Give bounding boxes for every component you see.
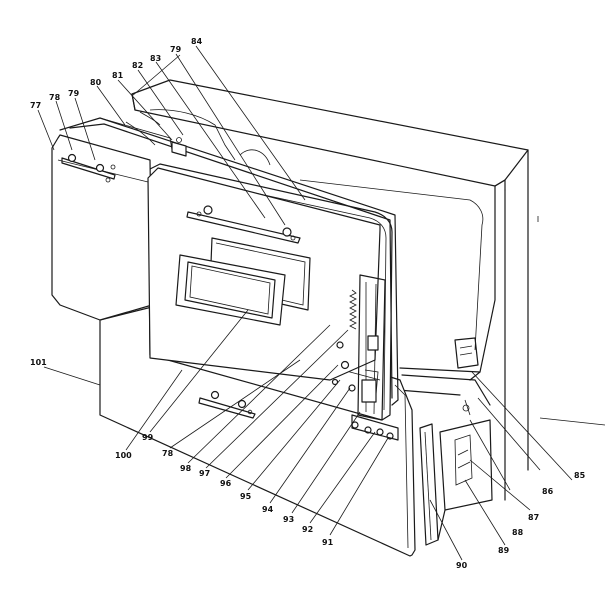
part-labels: 77 78 79 80 81 82 83 79 84 101 100 99 78… (30, 37, 586, 570)
label-100: 100 (115, 451, 132, 460)
label-90: 90 (456, 561, 468, 570)
label-83: 83 (150, 54, 161, 63)
leader-lines (37, 45, 606, 561)
label-96: 96 (220, 479, 232, 488)
door-window (175, 237, 311, 326)
label-85: 85 (574, 471, 586, 480)
label-95: 95 (240, 492, 252, 501)
label-80: 80 (90, 78, 102, 87)
label-79-top-left: 79 (68, 89, 80, 98)
label-78-bottom: 78 (162, 449, 174, 458)
label-101: 101 (30, 358, 47, 367)
label-79-top-right: 79 (170, 45, 182, 54)
label-84: 84 (191, 37, 203, 46)
label-93: 93 (283, 515, 294, 524)
door-outer-panel (51, 134, 153, 321)
label-81: 81 (112, 71, 124, 80)
side-hinge-channel (419, 419, 493, 546)
label-99: 99 (142, 433, 154, 442)
label-97: 97 (199, 469, 210, 478)
top-clips (125, 121, 187, 157)
label-82: 82 (132, 61, 143, 70)
label-92: 92 (302, 525, 313, 534)
label-86: 86 (542, 487, 554, 496)
label-89: 89 (498, 546, 510, 555)
label-94: 94 (262, 505, 274, 514)
label-98: 98 (180, 464, 192, 473)
label-78-top: 78 (49, 93, 61, 102)
label-87: 87 (528, 513, 539, 522)
label-91: 91 (322, 538, 334, 547)
label-77: 77 (30, 101, 41, 110)
label-88: 88 (512, 528, 524, 537)
range-cabinet (131, 79, 529, 501)
